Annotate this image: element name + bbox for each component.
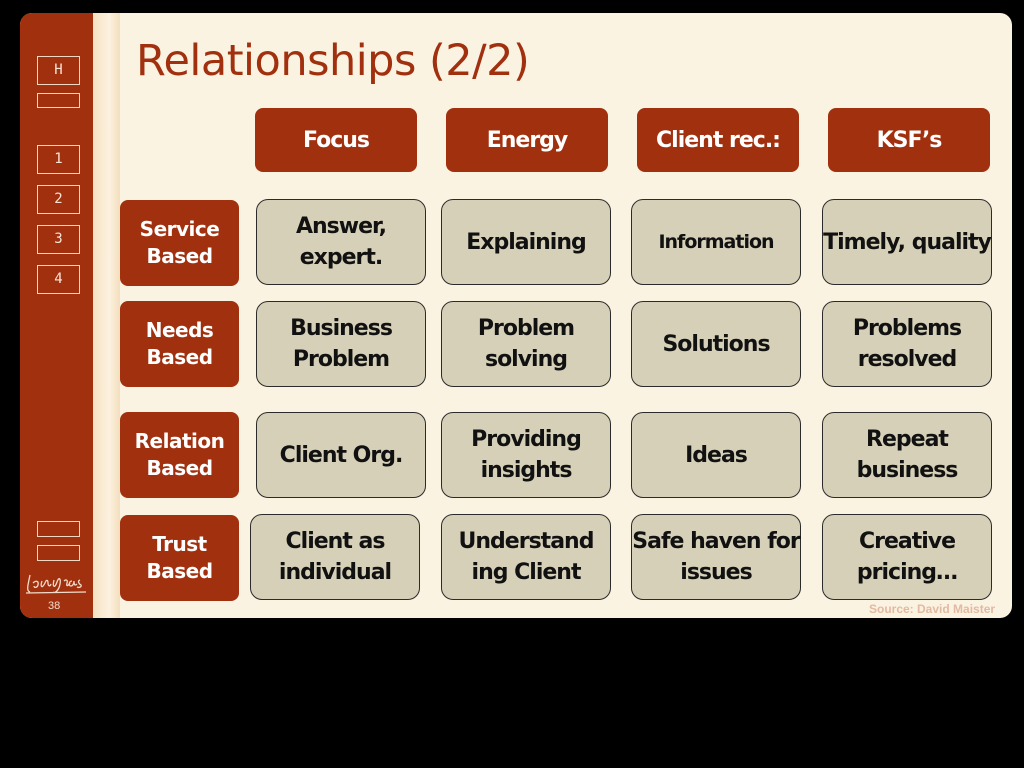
row-label-service: Service Based — [120, 200, 239, 286]
slide: H 1 2 3 4 38 Relationships (2/2) Focus E… — [20, 13, 1012, 618]
header-ksfs: KSF’s — [828, 108, 990, 172]
nav-item-1[interactable]: 1 — [37, 145, 80, 174]
row-label-relation: Relation Based — [120, 412, 239, 498]
cell-service-focus: Answer, expert. — [256, 199, 426, 285]
cell-service-energy: Explaining — [441, 199, 611, 285]
nav-blank-button[interactable] — [37, 93, 80, 108]
sidebar-stripe — [93, 13, 120, 618]
cell-trust-client-rec: Safe haven for issues — [631, 514, 801, 600]
header-focus: Focus — [255, 108, 417, 172]
page-number: 38 — [48, 600, 61, 612]
cell-relation-energy: Providing insights — [441, 412, 611, 498]
cell-trust-focus: Client as individual — [250, 514, 420, 600]
cell-relation-client-rec: Ideas — [631, 412, 801, 498]
nav-item-2[interactable]: 2 — [37, 185, 80, 214]
nav-item-3[interactable]: 3 — [37, 225, 80, 254]
nav-prev-button[interactable] — [37, 521, 80, 537]
cell-needs-client-rec: Solutions — [631, 301, 801, 387]
cell-service-client-rec: Information — [631, 199, 801, 285]
source-note: Source: David Maister — [869, 602, 996, 616]
cell-needs-energy: Problem solving — [441, 301, 611, 387]
cell-trust-ksf: Creative pricing… — [822, 514, 992, 600]
cell-trust-energy: Understand ing Client — [441, 514, 611, 600]
cell-needs-focus: Business Problem — [256, 301, 426, 387]
cell-relation-focus: Client Org. — [256, 412, 426, 498]
nav-home-button[interactable]: H — [37, 56, 80, 85]
nav-item-4[interactable]: 4 — [37, 265, 80, 294]
nav-next-button[interactable] — [37, 545, 80, 561]
cell-service-ksf: Timely, quality — [822, 199, 992, 285]
cell-needs-ksf: Problems resolved — [822, 301, 992, 387]
header-energy: Energy — [446, 108, 608, 172]
sidebar: H 1 2 3 4 38 — [20, 13, 93, 618]
cell-relation-ksf: Repeat business — [822, 412, 992, 498]
row-label-trust: Trust Based — [120, 515, 239, 601]
slide-title: Relationships (2/2) — [136, 36, 530, 86]
row-label-needs: Needs Based — [120, 301, 239, 387]
header-client-rec: Client rec.: — [637, 108, 799, 172]
signature-logo — [25, 574, 87, 594]
